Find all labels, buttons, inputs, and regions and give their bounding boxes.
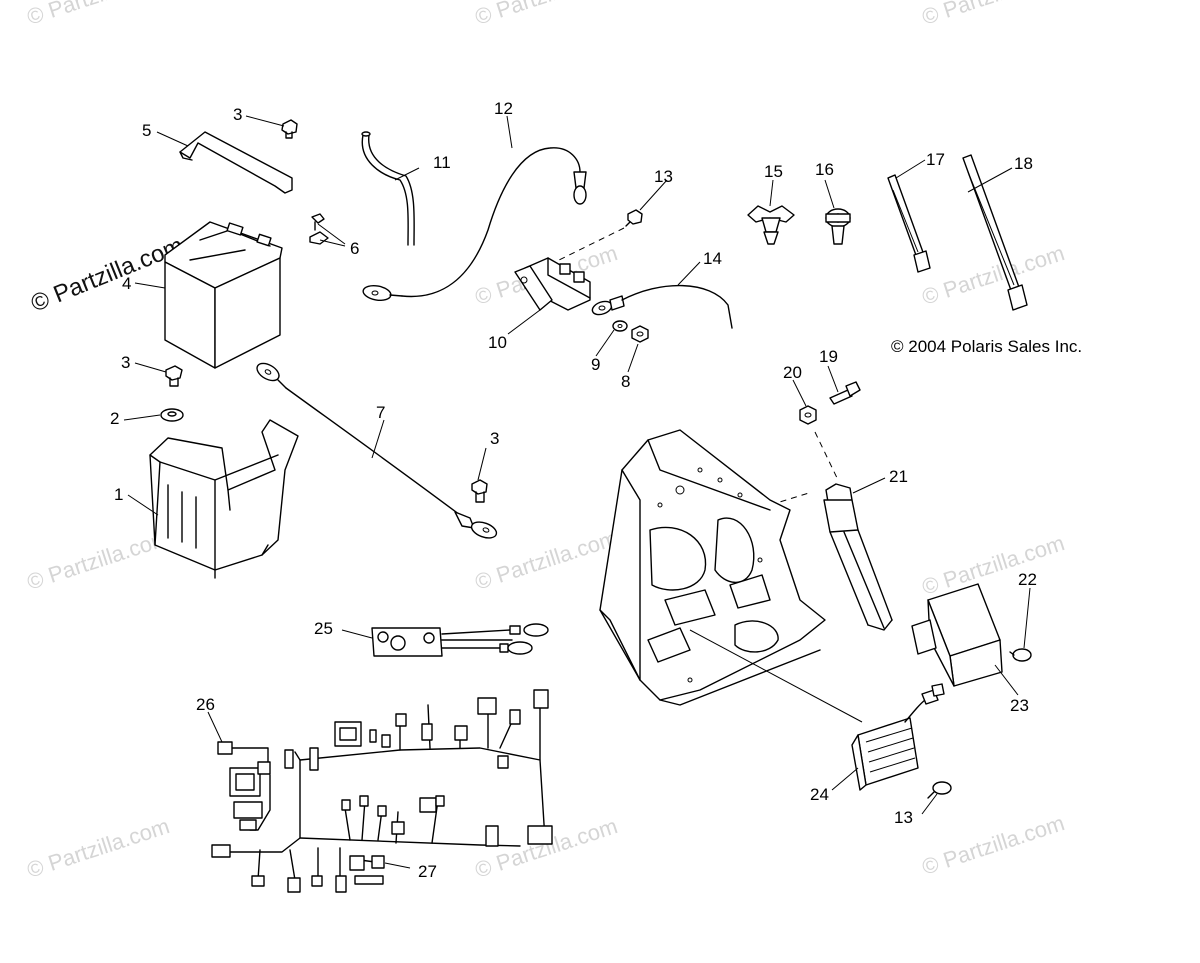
callout-13: 13: [654, 167, 673, 186]
battery-box: [149, 419, 299, 579]
bolt-top: [281, 119, 298, 139]
callout-4: 4: [122, 274, 131, 293]
washer-small: [612, 320, 628, 332]
callout-3: 3: [121, 353, 130, 372]
callout-11: 11: [433, 153, 451, 172]
starter-cable: [591, 284, 733, 329]
wire-harness: [211, 689, 553, 893]
mounting-panel: [599, 429, 826, 706]
callout-5: 5: [142, 121, 151, 140]
bolt-middle: [165, 365, 183, 387]
callout-2: 2: [110, 409, 119, 428]
callout-9: 9: [591, 355, 600, 374]
alignment-line: [769, 491, 813, 506]
copyright-notice: © 2004 Polaris Sales Inc.: [891, 337, 1082, 356]
alignment-line: [814, 431, 839, 481]
callout-27: 27: [418, 862, 437, 881]
watermark: © Partzilla.com: [24, 525, 173, 595]
callout-10: 10: [488, 333, 507, 352]
battery: [164, 221, 283, 369]
callout-16: 16: [815, 160, 834, 179]
watermark: © Partzilla.com: [24, 0, 173, 30]
watermark-dark: © Partzilla.com: [27, 232, 187, 318]
alignment-line: [554, 227, 625, 263]
nut: [631, 325, 649, 343]
callout-3: 3: [233, 105, 242, 124]
callout-19: 19: [819, 347, 838, 366]
voltage-regulator: [851, 683, 945, 791]
callout-23: 23: [1010, 696, 1029, 715]
screw-bottom: [927, 781, 952, 799]
cable-clip: [825, 208, 851, 245]
callout-1: 1: [114, 485, 123, 504]
watermark: © Partzilla.com: [919, 810, 1068, 880]
relay-mount: [823, 483, 893, 631]
nut-20: [799, 405, 817, 425]
bolt-lower: [471, 479, 488, 503]
watermark: © Partzilla.com: [919, 0, 1068, 30]
callouts: 3 5 6 4 3 2 1 7 3 11 12 13 10 14 9 8 15 …: [110, 99, 1082, 881]
callout-6: 6: [350, 239, 359, 258]
callout-14: 14: [703, 249, 722, 268]
callout-7: 7: [376, 403, 385, 422]
leader-lines: [123, 115, 1031, 869]
cable-tie-short: [887, 174, 931, 273]
cdi-module: [911, 583, 1003, 687]
watermark: © Partzilla.com: [919, 240, 1068, 310]
watermark: © Partzilla.com: [24, 813, 173, 883]
washer: [160, 408, 184, 422]
screw-top: [625, 209, 643, 227]
callout-18: 18: [1014, 154, 1033, 173]
push-clip: [747, 205, 795, 245]
watermark: © Partzilla.com: [472, 0, 621, 30]
callout-15: 15: [764, 162, 783, 181]
battery-strap: [179, 131, 293, 194]
callout-12: 12: [494, 99, 513, 118]
screw-22: [1009, 648, 1032, 662]
callout-8: 8: [621, 372, 630, 391]
callout-17: 17: [926, 150, 945, 169]
bolt-19: [829, 381, 861, 405]
callout-21: 21: [889, 467, 908, 486]
callout-25: 25: [314, 619, 333, 638]
starter-solenoid: [514, 257, 591, 311]
positive-cable: [362, 147, 587, 302]
callout-13: 13: [894, 808, 913, 827]
callout-3: 3: [490, 429, 499, 448]
battery-cable-11: [361, 131, 415, 246]
watermark: © Partzilla.com: [919, 530, 1068, 600]
callout-22: 22: [1018, 570, 1037, 589]
ground-cable: [256, 362, 498, 539]
callout-20: 20: [783, 363, 802, 382]
jumper-cable: [371, 623, 549, 657]
callout-26: 26: [196, 695, 215, 714]
watermark: © Partzilla.com: [472, 813, 621, 883]
callout-24: 24: [810, 785, 829, 804]
cable-tie-long: [962, 154, 1028, 311]
alignment-line: [689, 629, 863, 723]
